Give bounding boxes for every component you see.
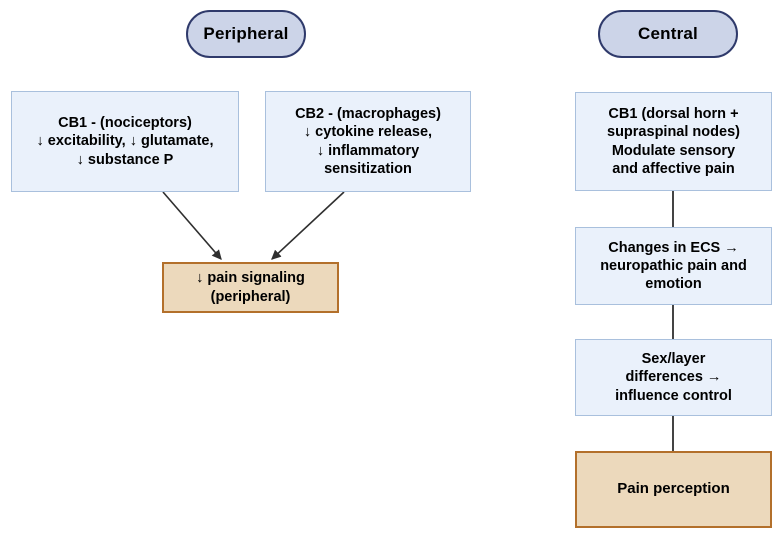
node-cb2-macrophages: CB2 - (macrophages) ↓ cytokine release, …	[265, 91, 471, 192]
node-sex-layer-differences: Sex/layer differences → influence contro…	[575, 339, 772, 416]
node-pain-perception: Pain perception	[575, 451, 772, 528]
column-header-central: Central	[598, 10, 738, 58]
node-changes-in-ecs: Changes in ECS → neuropathic pain and em…	[575, 227, 772, 305]
connector-cb1-to-pain-signaling	[162, 191, 222, 260]
connector-cb2-to-pain-signaling	[271, 191, 345, 260]
node-cb1-peripheral: CB1 - (nociceptors) ↓ excitability, ↓ gl…	[11, 91, 239, 192]
column-header-peripheral: Peripheral	[186, 10, 306, 58]
node-cb1-central: CB1 (dorsal horn + supraspinal nodes) Mo…	[575, 92, 772, 191]
node-pain-signaling-peripheral: ↓ pain signaling (peripheral)	[162, 262, 339, 313]
